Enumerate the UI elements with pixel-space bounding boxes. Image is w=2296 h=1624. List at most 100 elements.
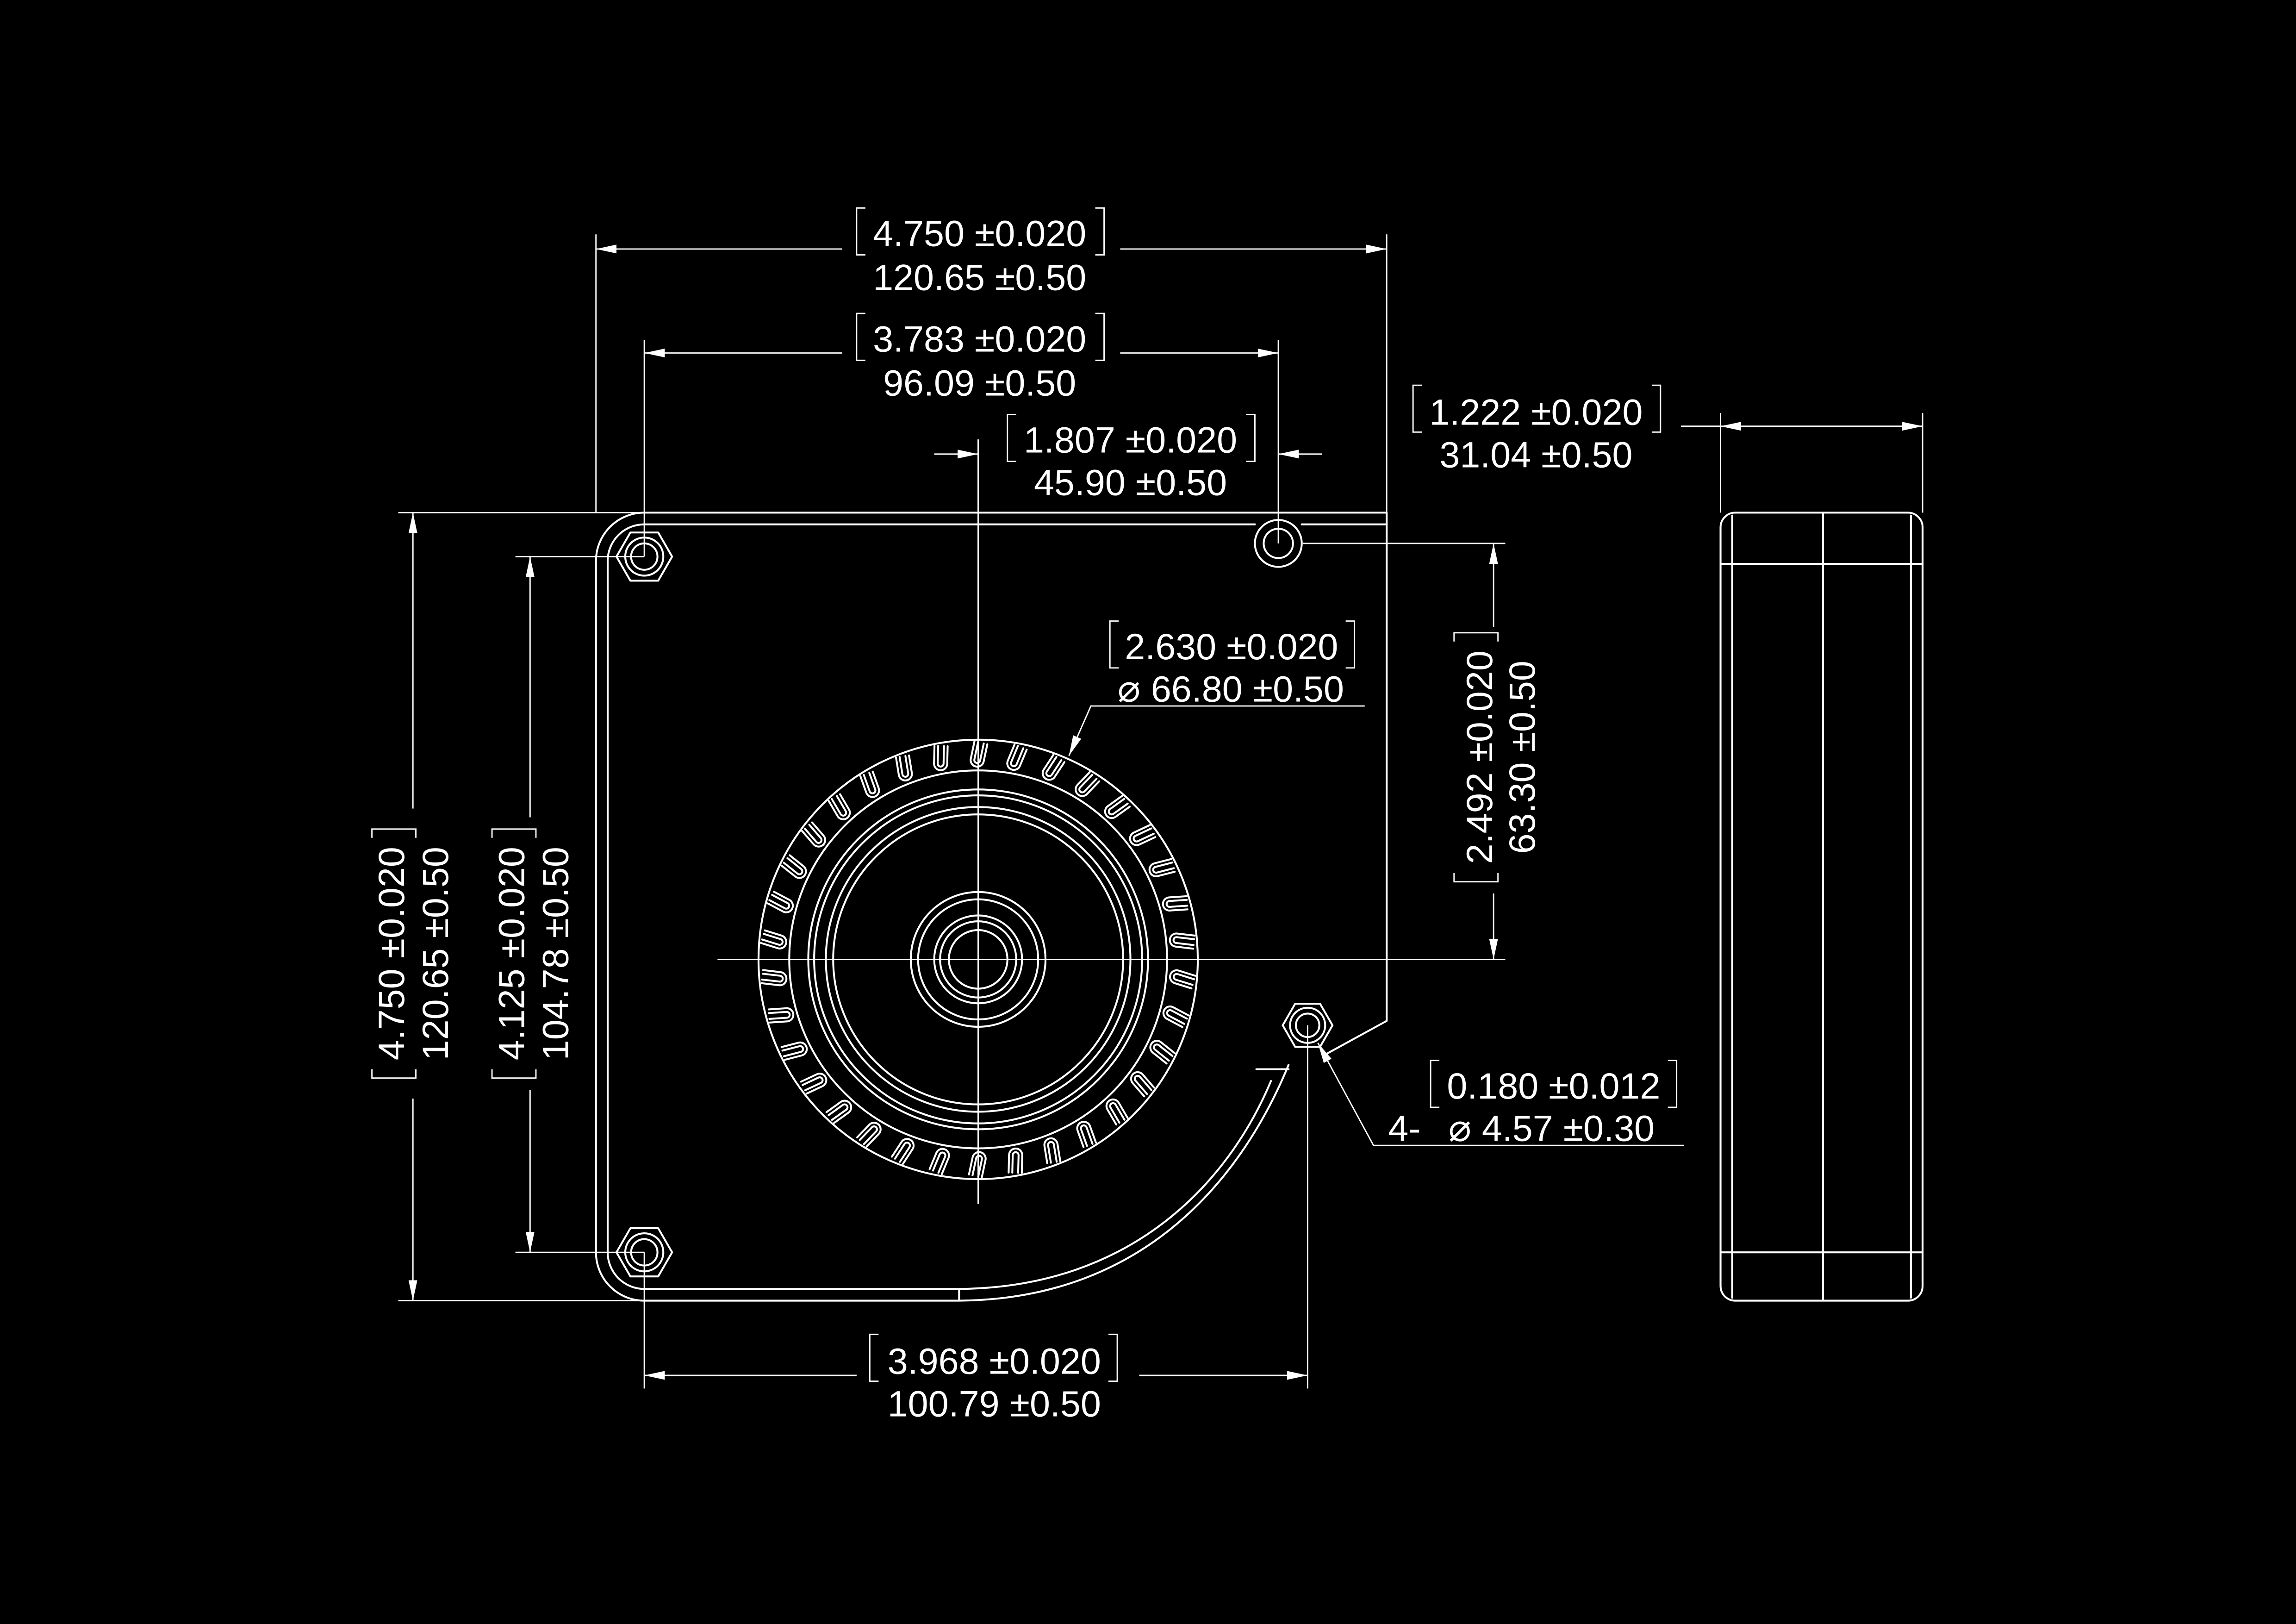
impeller-blade	[780, 1041, 808, 1061]
inch-bracket-top	[491, 828, 537, 838]
impeller-blade	[780, 854, 807, 879]
dim-inch-value: 3.968 ±0.020	[888, 1341, 1101, 1382]
impeller-blade	[828, 793, 851, 820]
dim-hole-spacing-left: 4.125 ±0.020 104.78 ±0.50	[491, 556, 645, 1253]
dim-hole-spacing-bottom: 3.968 ±0.020 100.79 ±0.50	[643, 1025, 1308, 1424]
housing-inner-outline	[606, 523, 1388, 1254]
inch-bracket-left	[1007, 413, 1016, 462]
impeller-blade	[895, 754, 913, 781]
inch-bracket-bottom	[371, 1069, 417, 1079]
inch-bracket-left	[869, 1333, 879, 1382]
impeller-blade	[856, 1122, 882, 1148]
impeller-blade	[1104, 795, 1131, 819]
diameter-symbol: ⌀	[1118, 667, 1141, 711]
dim-inch-value: 4.750 ±0.020	[873, 213, 1086, 254]
dim-inch-value: 1.222 ±0.020	[1429, 392, 1643, 433]
leader-line	[1068, 705, 1365, 756]
impeller-blade	[760, 929, 787, 949]
inch-bracket-right	[1668, 1060, 1678, 1108]
inch-bracket-left	[1109, 620, 1119, 669]
dim-overall-height: 4.750 ±0.020 120.65 ±0.50	[371, 512, 645, 1301]
impeller-blade	[801, 821, 826, 848]
dim-overall-width: 4.750 ±0.020 120.65 ±0.50	[595, 207, 1388, 513]
inch-bracket-right	[1108, 1333, 1118, 1382]
impeller-blade	[859, 770, 880, 798]
impeller-blade	[1075, 771, 1101, 797]
dim-center-to-hole: 1.807 ±0.020 45.90 ±0.50	[934, 413, 1323, 503]
dim-inch-value: 3.783 ±0.020	[873, 318, 1086, 359]
impeller-blade	[1162, 895, 1188, 912]
inch-bracket-left	[856, 207, 865, 256]
volute-inner-edge	[606, 1080, 1272, 1290]
impeller-blade	[968, 1151, 987, 1179]
inch-bracket-bottom	[1453, 873, 1499, 883]
inch-bracket-top	[1453, 632, 1499, 642]
dim-mm-value: 66.80 ±0.50	[1151, 668, 1344, 710]
inch-bracket-left	[856, 312, 865, 361]
leader-line	[1317, 1043, 1684, 1146]
inch-bracket-right	[1651, 384, 1661, 433]
dim-thickness: 1.222 ±0.020 31.04 ±0.50	[1412, 384, 1923, 513]
dim-hole-spacing-top: 3.783 ±0.020 96.09 ±0.50	[643, 312, 1279, 557]
dim-inch-value: 4.125 ±0.020	[491, 847, 532, 1060]
dim-inch-value: 2.630 ±0.020	[1125, 626, 1338, 667]
dim-mm-value: 100.79 ±0.50	[888, 1383, 1101, 1424]
impeller-blade	[1129, 824, 1157, 846]
impeller-blades	[760, 740, 1196, 1179]
extension-line	[515, 556, 645, 1253]
impeller-blade	[760, 969, 788, 987]
side-view	[1719, 512, 1924, 1302]
dim-mm-value: 4.57 ±0.30	[1482, 1108, 1655, 1149]
hole-quantity: 4-	[1388, 1108, 1420, 1149]
extension-line	[398, 512, 645, 1301]
extension-line	[643, 1025, 1308, 1389]
dim-mounting-hole: 0.180 ±0.012 4- ⌀ 4.57 ±0.30	[1317, 1043, 1684, 1150]
side-view-outline	[1719, 512, 1924, 1302]
inch-bracket-left	[1430, 1060, 1440, 1108]
dim-inch-value: 2.492 ±0.020	[1459, 650, 1500, 864]
impeller-blade	[1162, 1006, 1190, 1028]
inch-bracket-right	[1246, 413, 1256, 462]
impeller-blade	[1041, 754, 1065, 781]
impeller-blade	[1169, 969, 1196, 990]
volute-seam	[958, 1068, 1290, 1302]
impeller-blade	[766, 891, 794, 913]
impeller-blade	[825, 1099, 852, 1124]
inch-bracket-right	[1095, 312, 1105, 361]
dim-mm-value: 104.78 ±0.50	[535, 847, 576, 1060]
dim-mm-value: 120.65 ±0.50	[415, 847, 456, 1060]
impeller-blade	[1130, 1071, 1155, 1098]
impeller-blade	[928, 1148, 950, 1175]
impeller-blade	[1148, 858, 1176, 877]
impeller-blade	[800, 1073, 828, 1095]
impeller-blade	[970, 740, 989, 768]
inch-bracket-left	[1412, 384, 1422, 433]
dim-hole-to-center-vertical: 2.492 ±0.020 63.30 ±0.50	[1303, 543, 1543, 960]
impeller-blade	[933, 745, 949, 771]
impeller-blade	[1169, 932, 1196, 950]
housing-outer-outline	[595, 512, 1388, 1254]
dim-mm-value: 31.04 ±0.50	[1439, 434, 1632, 475]
impeller-blade	[1008, 1147, 1023, 1174]
impeller-blade	[1043, 1137, 1062, 1164]
extension-line	[1720, 413, 1923, 513]
impeller-blade	[891, 1138, 915, 1165]
dim-inch-value: 0.180 ±0.012	[1447, 1065, 1660, 1106]
front-view	[595, 439, 1506, 1302]
inch-bracket-right	[1095, 207, 1105, 256]
inch-bracket-bottom	[491, 1069, 537, 1079]
extension-line	[595, 234, 1388, 513]
impeller-blade	[1105, 1098, 1129, 1126]
dim-mm-value: 63.30 ±0.50	[1501, 661, 1543, 854]
dim-inch-value: 1.807 ±0.020	[1024, 419, 1237, 461]
dim-impeller-diameter: 2.630 ±0.020 ⌀ 66.80 ±0.50	[1068, 620, 1365, 756]
dim-mm-value: 120.65 ±0.50	[873, 256, 1086, 298]
volute-outer-edge	[595, 1064, 1290, 1302]
impeller-blade	[1006, 743, 1028, 771]
extension-line	[643, 340, 1279, 557]
impeller-blade	[1076, 1121, 1097, 1148]
impeller-blade	[1149, 1040, 1176, 1065]
inch-bracket-right	[1345, 620, 1356, 669]
diameter-symbol: ⌀	[1449, 1106, 1472, 1150]
